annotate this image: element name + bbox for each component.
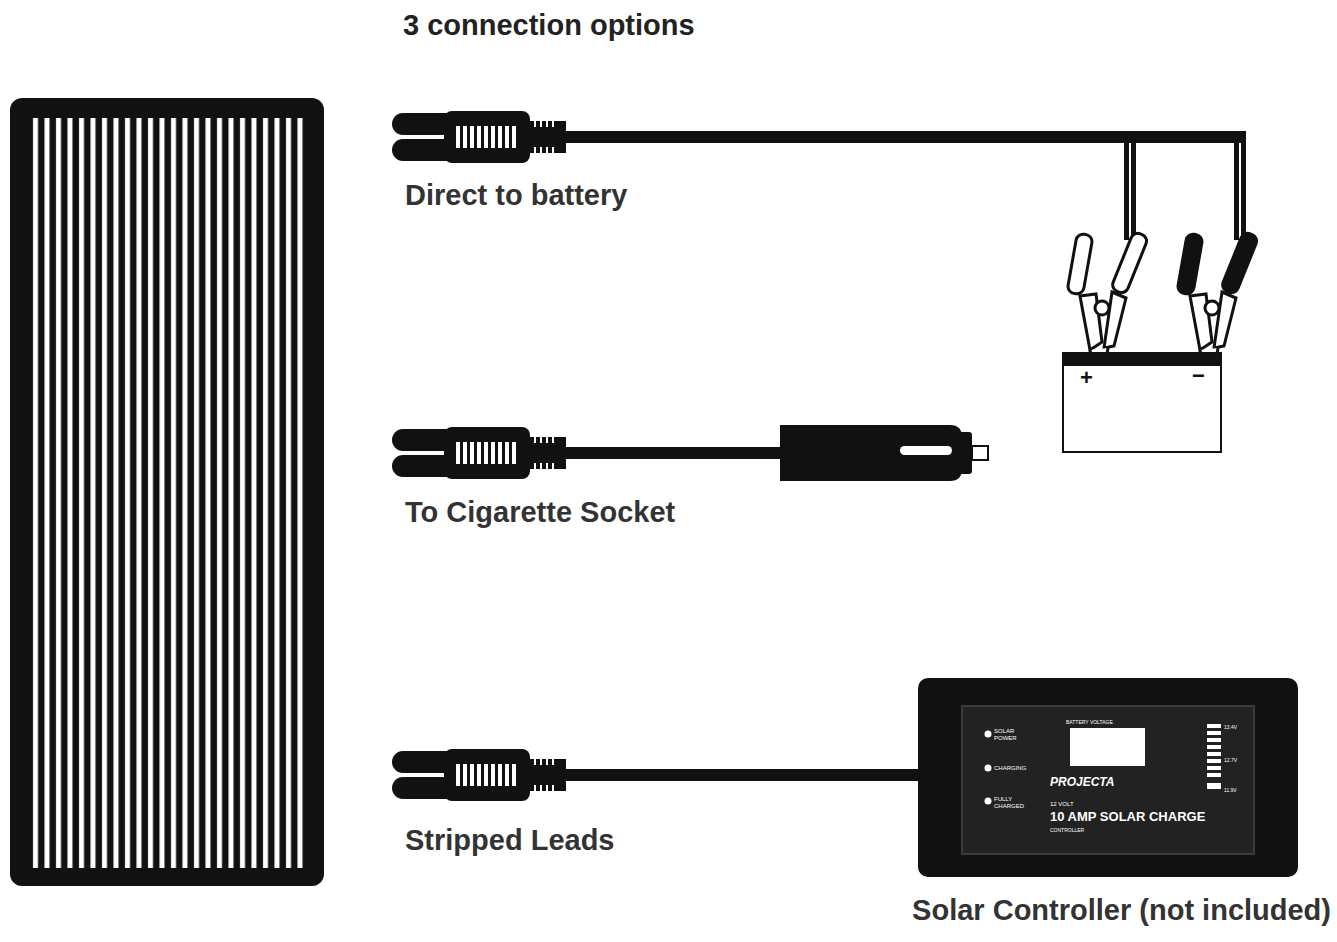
option-label: Direct to battery — [405, 180, 627, 212]
voltage-rating: 12 VOLT — [1050, 801, 1074, 808]
battery-node: +− — [1062, 352, 1222, 453]
scale-value: 12.7V — [1224, 758, 1237, 764]
option-label: Stripped Leads — [405, 825, 615, 857]
indicator-label: FULLY CHARGED — [994, 796, 1022, 809]
caption-label: Solar Controller (not included) — [912, 895, 1331, 927]
scale-value: 13.4V — [1224, 725, 1237, 731]
solar-controller — [918, 678, 1298, 877]
red-clip — [1067, 231, 1149, 360]
indicator-label: SOLAR POWER — [994, 728, 1022, 741]
terminal-sign: + — [1080, 366, 1093, 390]
brand-name: PROJECTA — [1050, 776, 1114, 789]
terminal-sign: − — [1192, 364, 1205, 388]
sae-connector — [392, 749, 566, 801]
sae-connector — [392, 427, 566, 479]
black-clip — [1177, 231, 1259, 360]
solar-panel — [10, 98, 324, 886]
battery — [1062, 352, 1222, 452]
product-name: CONTROLLER — [1050, 828, 1084, 834]
indicator-label: CHARGING — [994, 765, 1034, 772]
controller-node: SOLAR POWER CHARGING FULLY CHARGED BATTERY … — [918, 678, 1298, 877]
scale-value: 11.9V — [1224, 788, 1237, 794]
product-name: 10 AMP SOLAR CHARGE — [1050, 810, 1205, 824]
sae-connector — [392, 111, 566, 163]
option-label: To Cigarette Socket — [405, 497, 675, 529]
display-label: BATTERY VOLTAGE — [1066, 720, 1113, 726]
title: 3 connection options — [403, 10, 695, 42]
cigarette-plug — [780, 425, 988, 481]
